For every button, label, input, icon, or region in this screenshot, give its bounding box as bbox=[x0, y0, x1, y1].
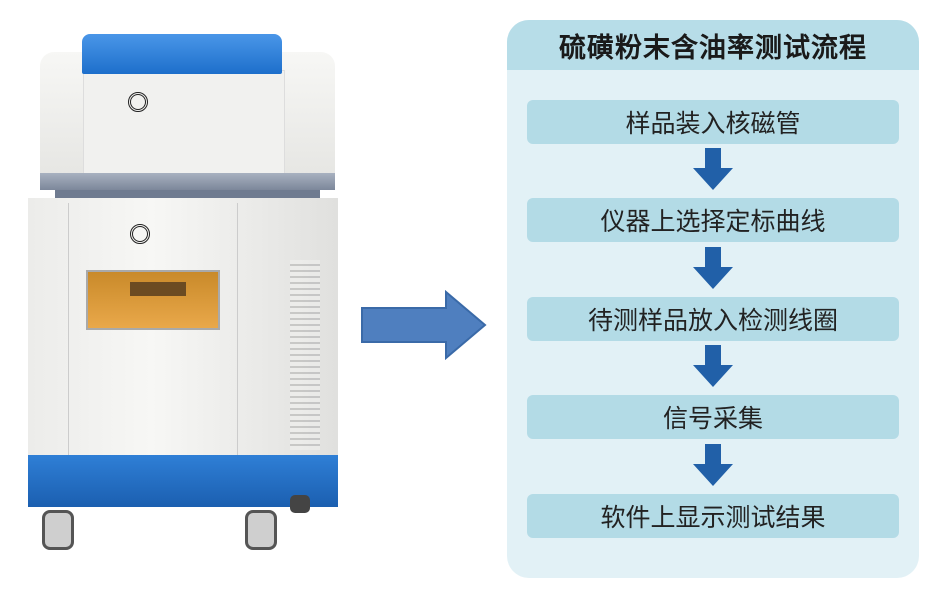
process-flow-panel: 硫磺粉末含油率测试流程 样品装入核磁管 仪器上选择定标曲线 待测样品放入检测线圈… bbox=[507, 20, 919, 578]
display-screen bbox=[130, 282, 186, 296]
flow-step-2: 仪器上选择定标曲线 bbox=[527, 198, 899, 242]
side-vents bbox=[290, 260, 320, 450]
top-unit-base-band bbox=[40, 173, 335, 190]
flow-step-5: 软件上显示测试结果 bbox=[527, 494, 899, 538]
blue-base-band bbox=[28, 455, 338, 507]
blue-lid bbox=[82, 34, 282, 74]
down-arrow-icon bbox=[693, 444, 733, 486]
down-arrow-icon bbox=[693, 148, 733, 190]
nmr-instrument-image bbox=[0, 0, 350, 593]
flow-step-1: 样品装入核磁管 bbox=[527, 100, 899, 144]
display-window bbox=[86, 270, 220, 330]
down-arrow-icon bbox=[693, 345, 733, 387]
wheel-left bbox=[42, 510, 74, 550]
right-arrow-icon bbox=[361, 290, 487, 360]
top-unit-front-panel bbox=[83, 70, 285, 177]
flow-step-4: 信号采集 bbox=[527, 395, 899, 439]
flow-title: 硫磺粉末含油率测试流程 bbox=[507, 20, 919, 70]
wheel-back bbox=[290, 495, 310, 513]
cabinet-door bbox=[68, 203, 238, 458]
logo-icon bbox=[128, 92, 148, 112]
wheel-right bbox=[245, 510, 277, 550]
down-arrow-icon bbox=[693, 247, 733, 289]
logo-icon-cabinet bbox=[130, 224, 150, 244]
top-unit-base bbox=[55, 190, 320, 198]
flow-step-3: 待测样品放入检测线圈 bbox=[527, 297, 899, 341]
